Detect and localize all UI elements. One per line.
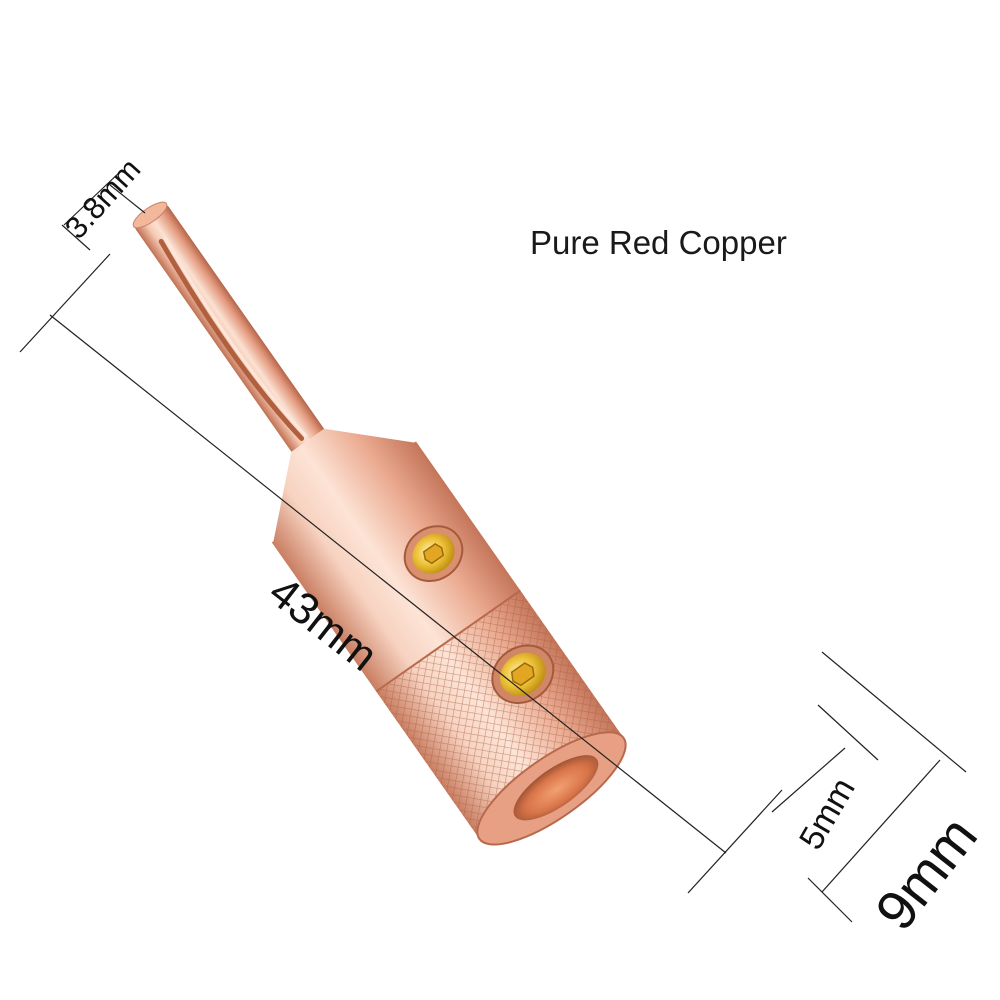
plug-cone <box>272 428 418 544</box>
material-caption: Pure Red Copper <box>530 224 787 261</box>
set-screw-icon <box>403 525 464 583</box>
banana-plug <box>132 201 627 846</box>
wire-hole <box>513 755 599 821</box>
plug-pin <box>132 201 326 455</box>
plug-body <box>271 441 627 846</box>
dimension-lines <box>19 169 967 923</box>
set-screw-icon <box>491 644 555 704</box>
